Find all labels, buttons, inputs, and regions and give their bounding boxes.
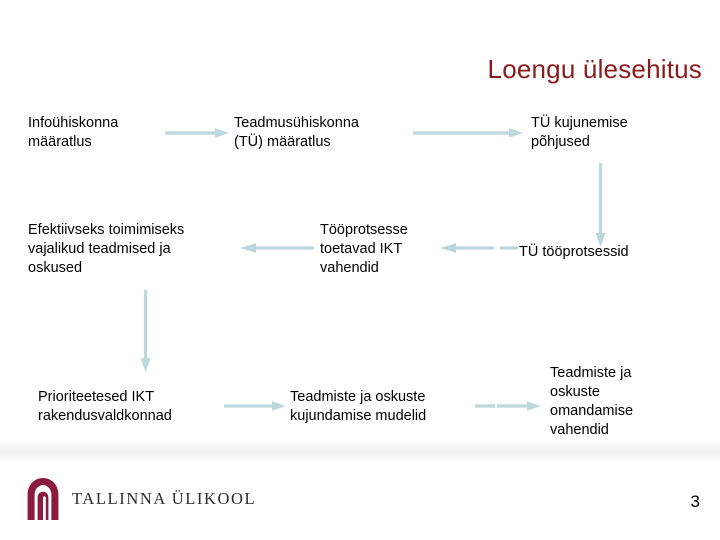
arrow-n3-to-n4 <box>594 163 607 249</box>
node-teadmusuhiskonna-maaratlus: Teadmusühiskonna (TÜ) määratlus <box>234 115 359 151</box>
node-infouhiskonna-maaratlus: Infoühiskonna määratlus <box>28 115 119 151</box>
node-tooprotsesse-toetavad-ikt: Tööprotsesse toetavad IKT vahendid <box>320 222 408 277</box>
page-number: 3 <box>690 492 700 511</box>
page-title: Loengu ülesehitus <box>487 54 702 84</box>
arch-gate-icon <box>27 478 59 520</box>
node-tu-tooprotsessid: TÜ tööprotsessid <box>519 244 629 260</box>
logo-wordmark: TALLINNA ÜLIKOOL <box>72 489 257 508</box>
node-prioriteetesed-ikt: Prioriteetesed IKT rakendusvaldkonnad <box>38 389 172 425</box>
node-efektiivseks-toimimiseks: Efektiivseks toimimiseks vajalikud teadm… <box>28 222 185 277</box>
arrow-n4-to-n5 <box>438 242 518 254</box>
arrow-n8-to-n9 <box>475 400 543 412</box>
node-teadmiste-omandamise-vahendid: Teadmiste ja oskuste omandamise vahendid <box>550 365 634 439</box>
node-teadmiste-oskuste-mudelid: Teadmiste ja oskuste kujundamise mudelid <box>290 389 427 425</box>
footer-divider-band <box>0 440 720 462</box>
footer-rule <box>0 461 720 462</box>
arrow-n6-to-n7 <box>139 290 152 374</box>
university-logo: TALLINNA ÜLIKOOL <box>26 477 256 521</box>
arrow-n5-to-n6 <box>238 242 314 254</box>
arrow-n2-to-n3 <box>413 127 525 139</box>
node-tu-kujunemise-pohjused: TÜ kujunemise põhjused <box>531 115 628 151</box>
